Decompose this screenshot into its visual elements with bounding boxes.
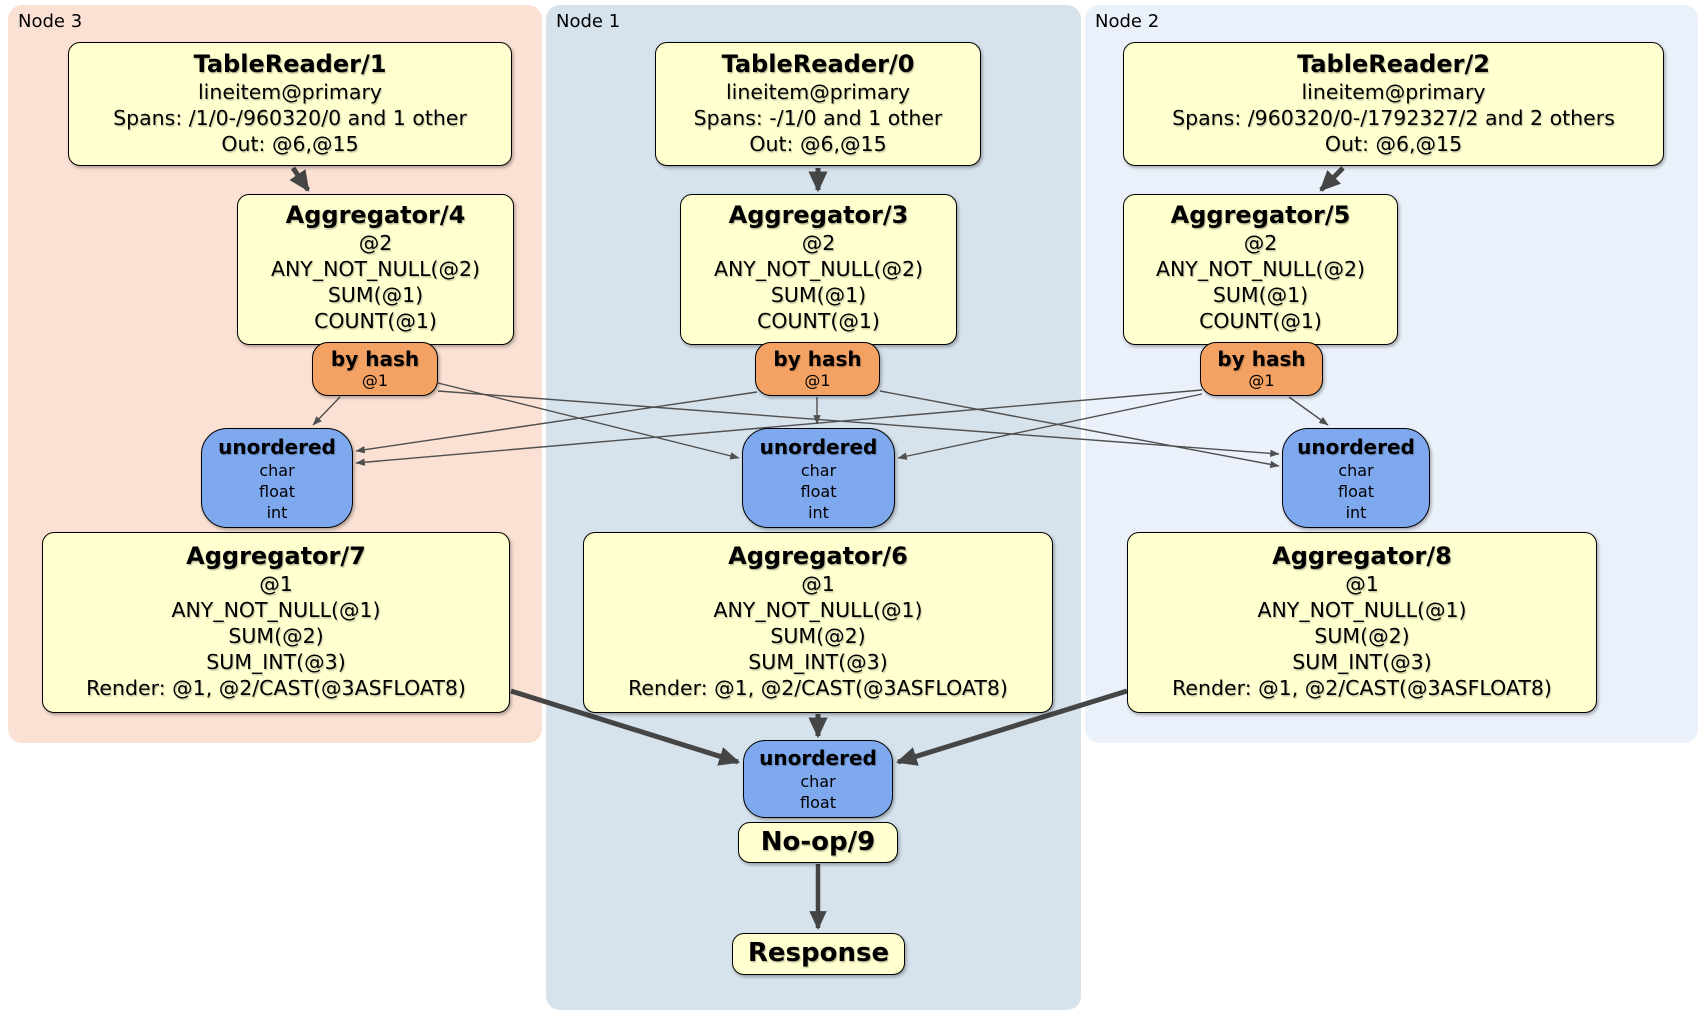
edge-hash2-sync3 — [355, 389, 1203, 466]
edge-tr2-agg5 — [1319, 166, 1345, 192]
processor-tablereader-1: TableReader/1 lineitem@primary Spans: /1… — [68, 42, 512, 166]
edge-hash3-sync3 — [312, 396, 341, 426]
processor-aggregator-4: Aggregator/4 @2 ANY_NOT_NULL(@2) SUM(@1)… — [237, 194, 514, 345]
edge-agg7-finalsync — [510, 688, 741, 766]
response-box: Response — [732, 933, 905, 975]
hash-router-node3: by hash @1 — [312, 342, 438, 396]
edge-hash2-sync1 — [897, 393, 1203, 460]
hash-router-node1: by hash @1 — [755, 342, 880, 396]
edge-agg8-finalsync — [895, 688, 1128, 766]
unordered-sync-node2: unordered char float int — [1282, 428, 1430, 528]
processor-tablereader-0: TableReader/0 lineitem@primary Spans: -/… — [655, 42, 981, 166]
unordered-sync-node1: unordered char float int — [742, 428, 895, 528]
processor-aggregator-3: Aggregator/3 @2 ANY_NOT_NULL(@2) SUM(@1)… — [680, 194, 957, 345]
processor-noop-9: No-op/9 — [738, 822, 898, 863]
edge-tr1-agg4 — [289, 166, 311, 192]
processor-aggregator-8: Aggregator/8 @1 ANY_NOT_NULL(@1) SUM(@2)… — [1127, 532, 1597, 713]
processor-aggregator-6: Aggregator/6 @1 ANY_NOT_NULL(@1) SUM(@2)… — [583, 532, 1053, 713]
hash-router-node2: by hash @1 — [1200, 342, 1323, 396]
edge-hash1-sync2 — [879, 390, 1280, 469]
panel-label-node2: Node 2 — [1095, 11, 1160, 32]
panel-label-node1: Node 1 — [556, 11, 621, 32]
panel-label-node3: Node 3 — [18, 11, 83, 32]
processor-aggregator-7: Aggregator/7 @1 ANY_NOT_NULL(@1) SUM(@2)… — [42, 532, 510, 713]
processor-tablereader-2: TableReader/2 lineitem@primary Spans: /9… — [1123, 42, 1664, 166]
edge-hash2-sync2 — [1288, 396, 1329, 426]
unordered-sync-node3: unordered char float int — [201, 428, 353, 528]
unordered-sync-final: unordered char float — [743, 740, 893, 818]
edge-hash1-sync3 — [355, 391, 758, 454]
edge-hash3-sync2 — [437, 390, 1280, 458]
edge-hash3-sync1 — [437, 382, 740, 460]
processor-aggregator-5: Aggregator/5 @2 ANY_NOT_NULL(@2) SUM(@1)… — [1123, 194, 1398, 345]
